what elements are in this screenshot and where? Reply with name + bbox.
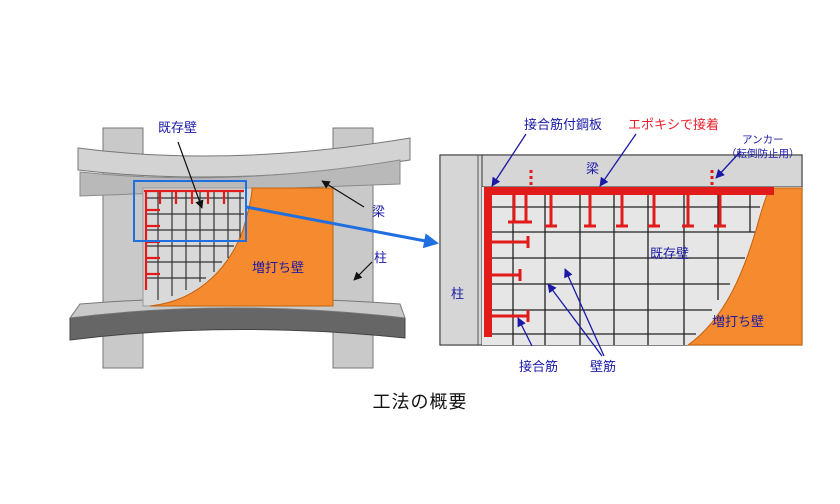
joint-rebar-leader — [517, 317, 533, 347]
wall-rebar-leader-2 — [564, 268, 605, 357]
left-beam-label: 梁 — [372, 205, 386, 220]
steel-plate-leader — [491, 133, 527, 187]
anchor-note-label: （転倒防止用） — [726, 148, 800, 160]
right-existing-wall-label: 既存壁 — [650, 247, 690, 262]
left-zoom-highlight-box — [133, 180, 247, 242]
joint-rebar-label: 接合筋 — [519, 360, 559, 375]
anchor-leader — [715, 151, 741, 179]
zoom-arrow — [245, 205, 439, 249]
right-column — [439, 154, 483, 346]
left-existing-wall-arrow — [177, 141, 204, 209]
left-frame-diagram — [68, 127, 411, 369]
right-anchor-marks — [529, 170, 714, 187]
joint-steel-plate-label: 接合筋付鋼板 — [524, 118, 603, 133]
wall-rebar-leader-1 — [547, 283, 603, 357]
left-added-wall-label: 増打ち壁 — [252, 261, 305, 276]
left-column-label: 柱 — [374, 251, 388, 266]
right-joint-steel-plates — [484, 187, 774, 337]
left-added-wall — [149, 187, 334, 307]
right-side-joint-rebar — [492, 236, 530, 322]
left-top-beam-shadow — [79, 159, 401, 197]
left-beam-arrow — [321, 180, 365, 208]
epoxy-bond-label: エポキシで接着 — [628, 118, 720, 133]
epoxy-leader — [599, 133, 637, 187]
figure-caption: 工法の概要 — [372, 392, 468, 413]
right-detail-diagram — [439, 133, 803, 357]
right-top-joint-rebar — [508, 195, 726, 228]
right-column-label: 柱 — [451, 287, 465, 302]
left-column-arrow — [353, 261, 373, 281]
left-existing-wall-label: 既存壁 — [158, 121, 198, 136]
right-beam-label: 梁 — [586, 162, 600, 177]
anchor-label: アンカー — [742, 134, 784, 146]
right-added-wall-label: 増打ち壁 — [712, 315, 765, 330]
wall-rebar-label: 壁筋 — [590, 360, 617, 375]
right-beam — [481, 154, 803, 188]
